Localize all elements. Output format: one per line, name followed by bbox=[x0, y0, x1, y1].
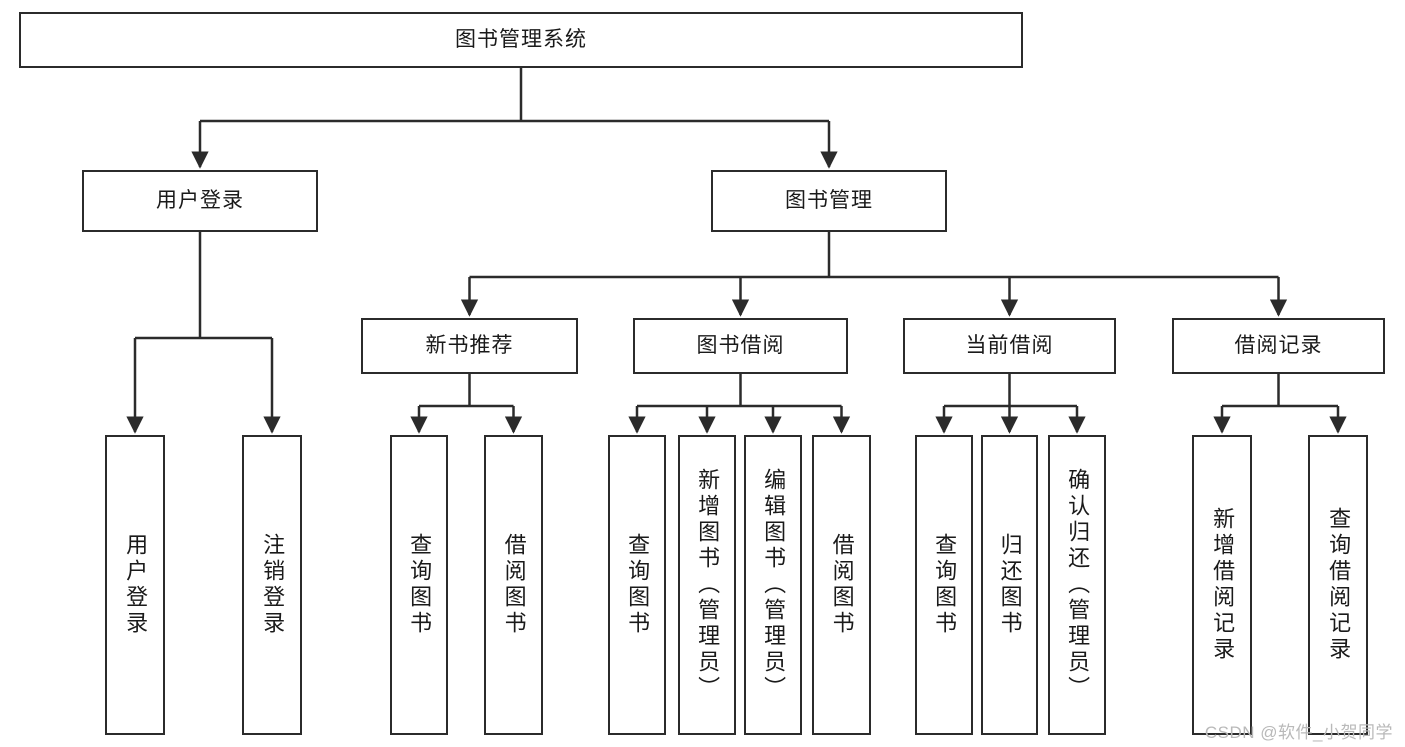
node-leaf-query-book-3[interactable]: 查询图书 bbox=[915, 435, 973, 735]
node-label: 确认归还（管理员） bbox=[1065, 468, 1091, 702]
node-new-book-rec[interactable]: 新书推荐 bbox=[361, 318, 578, 374]
node-leaf-add-book[interactable]: 新增图书（管理员） bbox=[678, 435, 736, 735]
node-label: 注销登录 bbox=[260, 533, 286, 637]
node-label: 借阅记录 bbox=[1234, 334, 1323, 358]
node-borrow-record[interactable]: 借阅记录 bbox=[1172, 318, 1385, 374]
node-current-borrow[interactable]: 当前借阅 bbox=[903, 318, 1116, 374]
node-leaf-query-book-1[interactable]: 查询图书 bbox=[390, 435, 448, 735]
node-leaf-add-record[interactable]: 新增借阅记录 bbox=[1192, 435, 1252, 735]
node-label: 借阅图书 bbox=[829, 533, 855, 637]
node-user-login[interactable]: 用户登录 bbox=[82, 170, 318, 232]
node-book-borrow[interactable]: 图书借阅 bbox=[633, 318, 848, 374]
node-root-图书管理系统[interactable]: 图书管理系统 bbox=[19, 12, 1023, 68]
node-label: 用户登录 bbox=[123, 533, 149, 637]
node-label: 当前借阅 bbox=[965, 334, 1054, 358]
node-label: 归还图书 bbox=[997, 533, 1023, 637]
node-leaf-logout[interactable]: 注销登录 bbox=[242, 435, 302, 735]
node-leaf-return-book[interactable]: 归还图书 bbox=[981, 435, 1038, 735]
node-label: 新增图书（管理员） bbox=[695, 468, 721, 702]
node-label: 用户登录 bbox=[156, 189, 244, 213]
node-label: 新增借阅记录 bbox=[1210, 507, 1236, 663]
node-leaf-query-record[interactable]: 查询借阅记录 bbox=[1308, 435, 1368, 735]
node-leaf-borrow-book-2[interactable]: 借阅图书 bbox=[812, 435, 871, 735]
node-leaf-user-login[interactable]: 用户登录 bbox=[105, 435, 165, 735]
node-leaf-edit-book[interactable]: 编辑图书（管理员） bbox=[744, 435, 802, 735]
node-label: 新书推荐 bbox=[425, 334, 514, 358]
node-label: 查询图书 bbox=[625, 533, 651, 637]
node-label: 查询借阅记录 bbox=[1326, 507, 1352, 663]
node-label: 借阅图书 bbox=[501, 533, 527, 637]
node-leaf-borrow-book-1[interactable]: 借阅图书 bbox=[484, 435, 543, 735]
node-leaf-query-book-2[interactable]: 查询图书 bbox=[608, 435, 666, 735]
node-label: 查询图书 bbox=[932, 533, 958, 637]
node-leaf-confirm-return[interactable]: 确认归还（管理员） bbox=[1048, 435, 1106, 735]
node-book-manage[interactable]: 图书管理 bbox=[711, 170, 947, 232]
node-label: 查询图书 bbox=[407, 533, 433, 637]
node-label: 编辑图书（管理员） bbox=[761, 468, 787, 702]
node-label: 图书借阅 bbox=[696, 334, 785, 358]
node-label: 图书管理系统 bbox=[455, 28, 587, 52]
node-label: 图书管理 bbox=[785, 189, 873, 213]
